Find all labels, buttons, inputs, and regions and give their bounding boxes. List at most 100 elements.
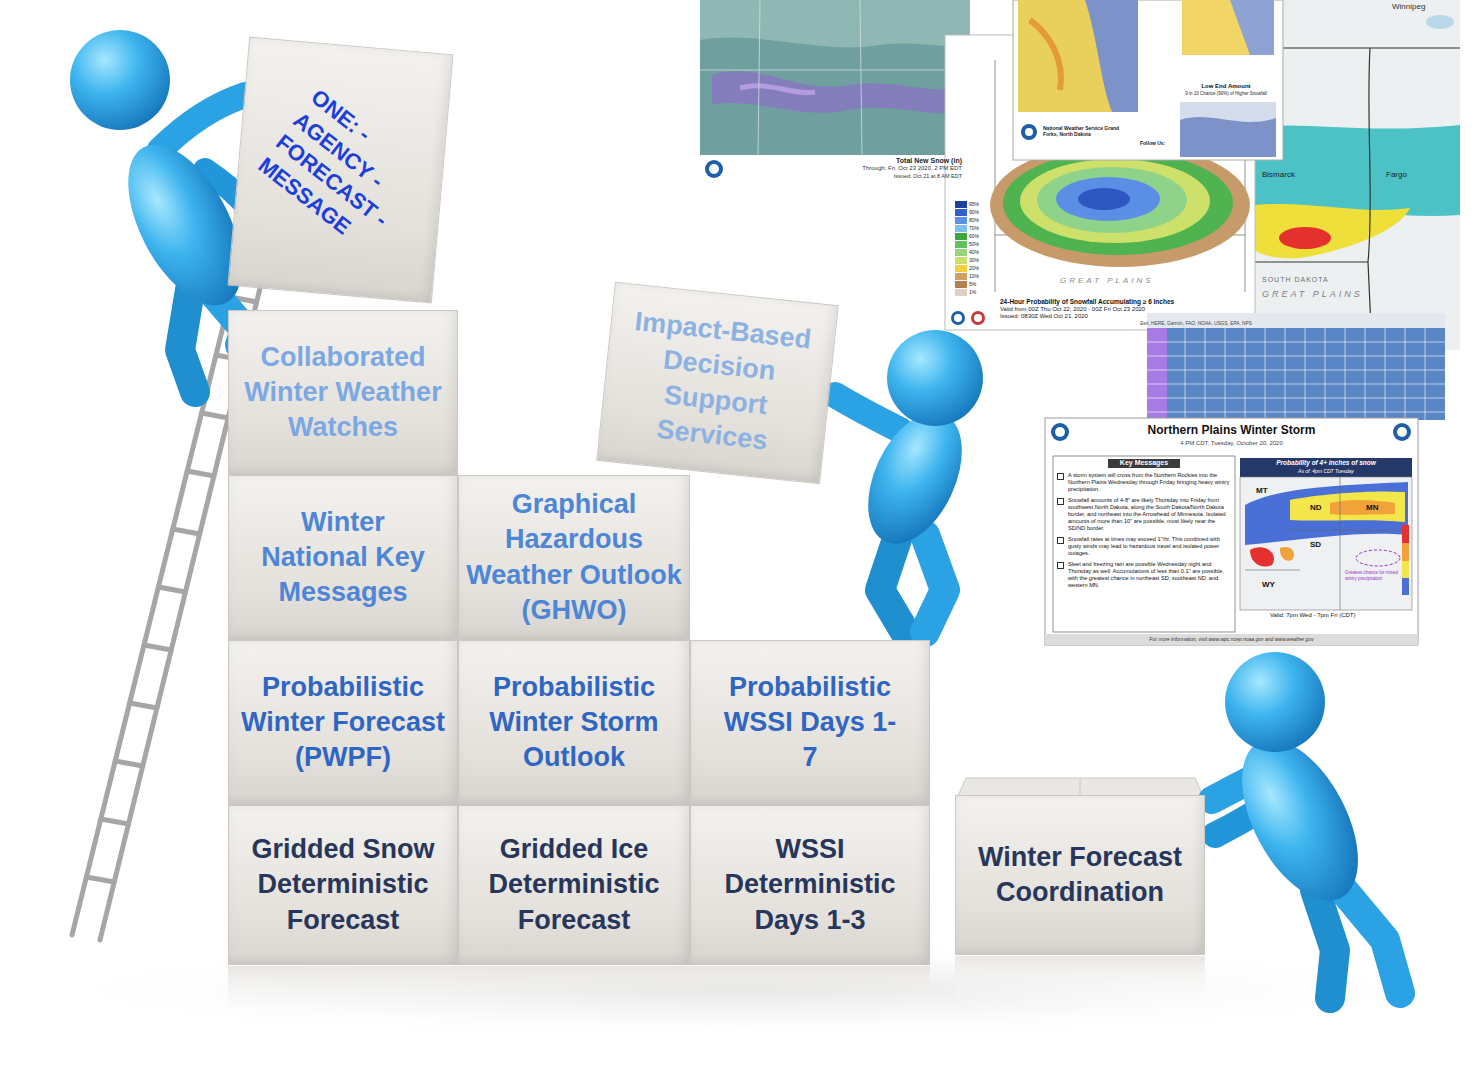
panel-heading: Low End Amount xyxy=(1178,83,1274,91)
office-name: National Weather Service Grand Forks, No… xyxy=(1043,125,1127,138)
legend-bar-part xyxy=(955,241,967,248)
legend-percent: 90% xyxy=(969,209,979,215)
legend-percent: 70% xyxy=(969,225,979,231)
local-snow-graphic-part xyxy=(1030,20,1061,90)
snowfall-probability-map-part xyxy=(974,314,982,322)
box-label: ONE: -AGENCY -FORECAST -MESSAGE xyxy=(252,83,429,256)
stepping-figure-part xyxy=(849,398,981,559)
map-credit: Esri, HERE, Garmin, FAO, NOAA, USGS, EPA… xyxy=(1136,321,1252,327)
legend-percent: 10% xyxy=(969,273,979,279)
legend-bar-part xyxy=(955,217,967,224)
map-caption: Valid from 00Z Thu Oct 22, 2020 - 00Z Fr… xyxy=(1000,306,1145,314)
snow-total-map-part xyxy=(709,164,719,174)
legend-percent: 5% xyxy=(969,281,976,287)
social-label: Follow Us: xyxy=(1140,140,1165,146)
winter-storm-slide-part xyxy=(1250,547,1274,566)
legend-percent: 50% xyxy=(969,241,979,247)
map-caption: Issued: 0830Z Wed Oct 21, 2020 xyxy=(1000,313,1088,321)
climbing-figure-part xyxy=(180,290,195,392)
box-label: Collaborated Winter Weather Watches xyxy=(230,340,456,445)
legend-percent: 30% xyxy=(969,257,979,263)
panel-subheading: As of: 4pm CDT Tuesday xyxy=(1242,468,1410,474)
legend-percent: 95% xyxy=(969,201,979,207)
ladder-part xyxy=(100,215,278,940)
snowfall-probability-map-part xyxy=(1037,167,1187,233)
ladder xyxy=(72,210,278,940)
snow-total-map xyxy=(700,0,970,183)
pushing-figure-part xyxy=(1315,890,1335,998)
ladder-part xyxy=(144,645,171,650)
snowfall-probability-map-part xyxy=(1020,159,1210,243)
stepping-figure-part xyxy=(835,395,900,430)
ladder-part xyxy=(115,761,143,766)
panel-heading: Probability of 4+ inches of snow xyxy=(1242,459,1410,467)
stacked-box: Gridded Snow Deterministic Forecast xyxy=(228,805,458,965)
stacked-box: Probabilistic Winter Storm Outlook xyxy=(458,640,690,805)
ladder-part xyxy=(130,703,157,708)
winter-storm-slide-part xyxy=(1051,423,1069,441)
ladder-part xyxy=(158,587,185,592)
legend-bar-part xyxy=(955,201,967,208)
held-box: ONE: -AGENCY -FORECAST -MESSAGE xyxy=(227,37,453,304)
stacked-box: Collaborated Winter Weather Watches xyxy=(228,310,458,475)
legend-bar-part xyxy=(955,281,967,288)
legend-bar-part xyxy=(955,233,967,240)
held-box: Impact-Based Decision Support Services xyxy=(596,282,839,485)
stacked-box: Gridded Ice Deterministic Forecast xyxy=(458,805,690,965)
snowfall-probability-map-part xyxy=(1078,188,1130,210)
pushing-figure xyxy=(1212,652,1400,998)
ladder-part xyxy=(101,819,129,824)
local-snow-graphic-part xyxy=(1085,0,1138,112)
key-message: A storm system will cross from the North… xyxy=(1068,472,1230,493)
box-label: Winter Forecast Coordination xyxy=(960,840,1200,910)
stepping-figure xyxy=(835,330,983,632)
snow-total-map-part xyxy=(700,0,970,183)
stepping-figure-part xyxy=(887,330,983,426)
legend-percent: 40% xyxy=(969,249,979,255)
winter-storm-slide-part xyxy=(1053,456,1235,632)
key-message: Sleet and freezing rain are possible Wed… xyxy=(1068,561,1230,589)
slide-title: Northern Plains Winter Storm xyxy=(1045,423,1418,438)
valid-time: Valid: 7pm Wed - 7pm Fri (CDT) xyxy=(1270,612,1355,620)
legend-percent: 60% xyxy=(969,233,979,239)
stacked-box: WSSI Deterministic Days 1-3 xyxy=(690,805,930,965)
pushed-box: Winter Forecast Coordination xyxy=(955,795,1205,955)
local-snow-graphic-part xyxy=(1021,124,1037,140)
ladder-part xyxy=(187,471,214,476)
local-snow-graphic-part xyxy=(1230,0,1274,55)
stacked-box: Winter National Key Messages xyxy=(228,475,458,640)
legend-bar-part xyxy=(955,249,967,256)
pushing-figure-part xyxy=(1225,652,1325,752)
local-snow-graphic-part xyxy=(1182,0,1274,55)
county-map xyxy=(1147,313,1445,420)
slide-footer: For more information, visit www.wpc.ncep… xyxy=(1045,636,1418,642)
legend-bar-part xyxy=(955,265,967,272)
probability-map-right xyxy=(1255,0,1460,350)
map-caption: Total New Snow (in) xyxy=(800,157,962,166)
ladder-part xyxy=(202,413,229,418)
snow-total-map-part xyxy=(712,71,965,113)
stacked-box: Probabilistic Winter Forecast (PWPF) xyxy=(228,640,458,805)
winter-storm-slide xyxy=(1045,418,1418,645)
winter-storm-slide-part xyxy=(1397,427,1407,437)
box-label: Impact-Based Decision Support Services xyxy=(611,303,825,464)
stepping-figure-part xyxy=(925,535,945,632)
local-snow-graphic-part xyxy=(1013,0,1283,160)
snowfall-probability-map-part xyxy=(951,311,965,325)
key-message: Snowfall amounts of 4-8" are likely Thur… xyxy=(1068,497,1230,532)
pushing-figure-part xyxy=(1218,721,1382,920)
state-abbrev: SD xyxy=(1310,540,1321,550)
local-snow-graphic-part xyxy=(1025,128,1033,136)
legend-bar-part xyxy=(955,225,967,232)
ladder-part xyxy=(173,529,200,534)
snowfall-probability-map-part xyxy=(990,143,1250,267)
box-label: Probabilistic WSSI Days 1-7 xyxy=(723,670,898,775)
winter-storm-slide-part xyxy=(1290,491,1405,522)
winter-storm-slide-part xyxy=(1393,423,1411,441)
snow-total-map-part xyxy=(700,0,970,47)
slide-subtitle: 4 PM CDT, Tuesday, October 20, 2020 xyxy=(1045,440,1418,448)
winter-storm-slide-part xyxy=(1245,482,1408,545)
